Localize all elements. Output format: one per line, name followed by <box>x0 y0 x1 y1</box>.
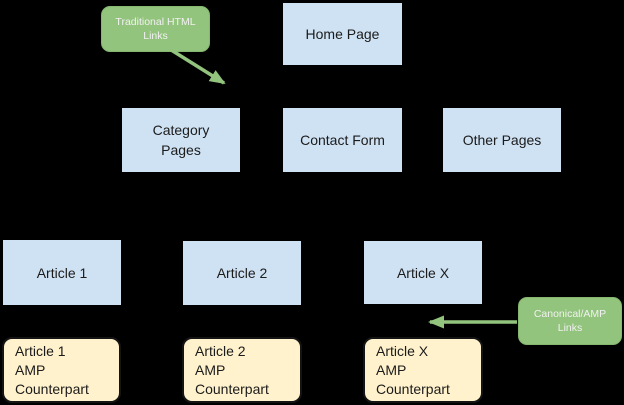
node-article-1-label: Article 1 <box>36 264 88 281</box>
node-home-page: Home Page <box>282 2 403 66</box>
node-home-page-label: Home Page <box>305 26 380 42</box>
node-article-2: Article 2 <box>182 240 302 306</box>
node-category-pages-label: Category Pages <box>152 122 210 158</box>
node-article-2-label: Article 2 <box>216 265 268 281</box>
node-contact-form: Contact Form <box>282 107 403 173</box>
node-article-1: Article 1 <box>2 239 122 306</box>
node-article-1-amp-counterpart: Article 1 AMP Counterpart <box>2 337 121 403</box>
node-other-pages-label: Other Pages <box>462 132 542 148</box>
callout-canonical-amp-links: Canonical/AMP Links <box>518 297 622 345</box>
traditional-html-links-arrow <box>167 46 226 85</box>
callout-canonical-amp-links-label: Canonical/AMP Links <box>533 308 607 334</box>
node-article-x: Article X <box>363 240 483 305</box>
node-article-x-label: Article X <box>396 264 450 281</box>
node-other-pages: Other Pages <box>442 107 562 173</box>
node-category-pages: Category Pages <box>121 107 241 173</box>
node-contact-form-label: Contact Form <box>300 132 385 148</box>
node-article-2-amp-counterpart: Article 2 AMP Counterpart <box>182 337 302 403</box>
callout-traditional-html-links-label: Traditional HTML Links <box>115 16 196 42</box>
node-article-x-amp-label: Article X AMP Counterpart <box>376 342 450 397</box>
callout-traditional-html-links: Traditional HTML Links <box>101 6 210 52</box>
node-article-2-amp-label: Article 2 AMP Counterpart <box>195 342 269 397</box>
node-article-1-amp-label: Article 1 AMP Counterpart <box>15 342 89 397</box>
node-article-x-amp-counterpart: Article X AMP Counterpart <box>363 337 483 403</box>
